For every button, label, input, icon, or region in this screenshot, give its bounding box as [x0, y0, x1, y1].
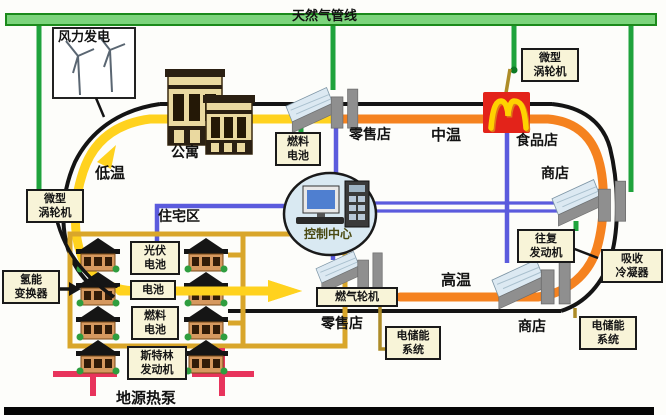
label-retail-bottom: 零售店: [321, 316, 363, 332]
label-box-fuel-cell-top: 燃料 电池: [275, 132, 321, 166]
label-mid-temp: 中温: [431, 126, 462, 144]
label-retail-top: 零售店: [349, 127, 391, 143]
label-box-absorb-condenser: 吸收 冷凝器: [601, 249, 663, 283]
label-box-micro-turbine-right: 微型 涡轮机: [521, 48, 579, 82]
label-box-storage-left: 电储能 系统: [385, 326, 441, 360]
label-box-pv-cell: 光伏 电池: [130, 241, 180, 275]
label-residential: 住宅区: [158, 209, 200, 225]
label-food-store: 食品店: [516, 133, 558, 149]
label-box-battery: 电池: [130, 280, 176, 300]
label-wind-power: 风力发电: [58, 30, 111, 45]
label-shop-top: 商店: [541, 166, 569, 182]
fuel-connectors: [378, 68, 599, 351]
electric-control-lines: [154, 128, 557, 263]
label-gas-pipeline: 天然气管线: [292, 9, 358, 24]
label-box-recip-engine: 往复 发动机: [517, 229, 575, 263]
label-low-temp: 低温: [95, 164, 126, 182]
mcdonalds-logo-icon: [483, 92, 531, 133]
label-box-micro-turbine-left: 微型 涡轮机: [26, 189, 84, 223]
label-box-stirling-engine: 斯特林 发动机: [127, 346, 187, 380]
label-box-gas-turbine: 燃气轮机: [316, 287, 398, 307]
flow-arrow-icon: [97, 145, 116, 169]
apartment-building-icon: [203, 95, 255, 155]
label-box-storage-right: 电储能 系统: [579, 316, 637, 350]
label-apartment: 公寓: [171, 145, 199, 161]
shop-building-icon: [491, 259, 571, 310]
label-shop-bottom: 商店: [518, 319, 546, 335]
control-center-icon: [282, 171, 378, 257]
bottom-frame-bar: [4, 407, 654, 415]
gas-pipeline-bar: [5, 13, 657, 26]
label-control-center: 控制中心: [304, 227, 353, 241]
label-box-fuel-cell-res: 燃料 电池: [131, 306, 179, 340]
label-high-temp: 高温: [441, 271, 472, 289]
wind-turbine-icon: [52, 27, 136, 118]
label-box-hydrogen-converter: 氢能 变换器: [2, 270, 60, 304]
retail-store-building-icon: [285, 87, 359, 134]
label-ground-heat-pump: 地源热泵: [116, 389, 177, 407]
